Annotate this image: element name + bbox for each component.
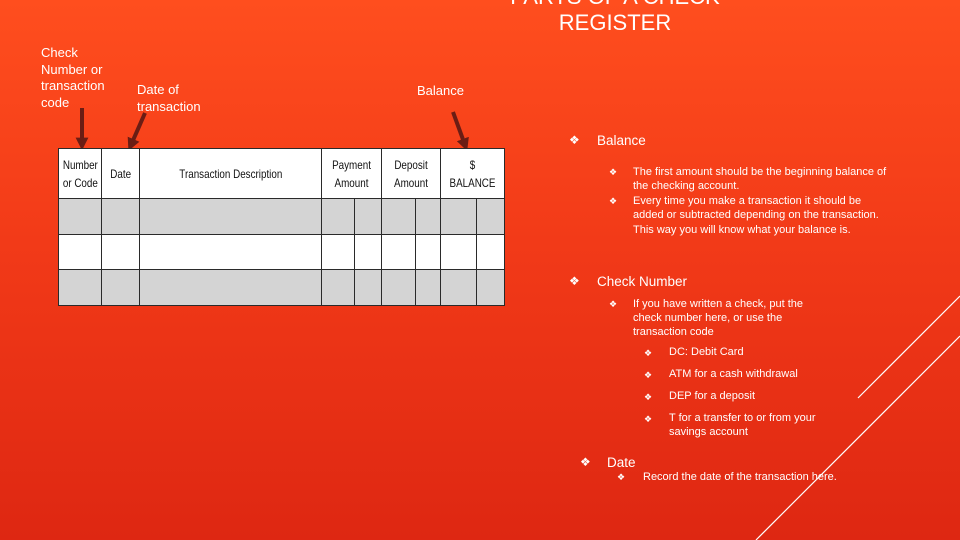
balance-item-1: The first amount should be the beginning… xyxy=(633,166,887,193)
arrow-down-icon xyxy=(127,112,147,151)
header-date: Date xyxy=(101,148,140,199)
diamond-bullet-icon: ❖ xyxy=(609,196,618,206)
header-deposit-amount: Deposit Amount xyxy=(381,148,442,199)
code-deposit: DEP for a deposit xyxy=(669,390,756,402)
check-number-heading: Check Number xyxy=(597,274,688,289)
diamond-bullet-icon: ❖ xyxy=(569,133,580,147)
check-number-item: If you have written a check, put the che… xyxy=(633,298,803,338)
diamond-bullet-icon: ❖ xyxy=(569,274,580,288)
header-number-or-code: Number or Code xyxy=(58,148,102,199)
balance-heading: Balance xyxy=(597,133,646,148)
diamond-bullet-icon: ❖ xyxy=(644,370,653,380)
date-label: Date of transaction xyxy=(137,82,201,114)
header-transaction-description: Transaction Description xyxy=(139,148,322,199)
date-item: Record the date of the transaction here. xyxy=(643,471,837,483)
table-row xyxy=(58,269,506,306)
balance-item-2: Every time you make a transaction it sho… xyxy=(633,195,879,236)
table-row xyxy=(58,198,506,235)
slide-title: PARTS OF A CHECK REGISTER xyxy=(510,0,719,35)
diamond-bullet-icon: ❖ xyxy=(617,472,626,482)
diamond-bullet-icon: ❖ xyxy=(644,348,653,358)
diamond-bullet-icon: ❖ xyxy=(580,455,591,469)
balance-label: Balance xyxy=(417,83,464,98)
header-payment-amount: Payment Amount xyxy=(320,148,383,199)
code-transfer: T for a transfer to or from your savings… xyxy=(669,412,816,438)
date-heading: Date xyxy=(607,455,636,470)
arrow-down-icon xyxy=(451,111,469,152)
diamond-bullet-icon: ❖ xyxy=(609,167,618,177)
code-debit-card: DC: Debit Card xyxy=(669,346,744,358)
diamond-bullet-icon: ❖ xyxy=(609,299,618,309)
check-register-table: Number or Code Date Transaction Descript… xyxy=(58,148,506,306)
header-balance: $ BALANCE xyxy=(440,148,506,199)
check-number-label: Check Number or transaction code xyxy=(41,45,105,110)
diamond-bullet-icon: ❖ xyxy=(644,414,653,424)
code-atm: ATM for a cash withdrawal xyxy=(669,368,798,380)
diamond-bullet-icon: ❖ xyxy=(644,392,653,402)
table-row xyxy=(58,233,506,271)
